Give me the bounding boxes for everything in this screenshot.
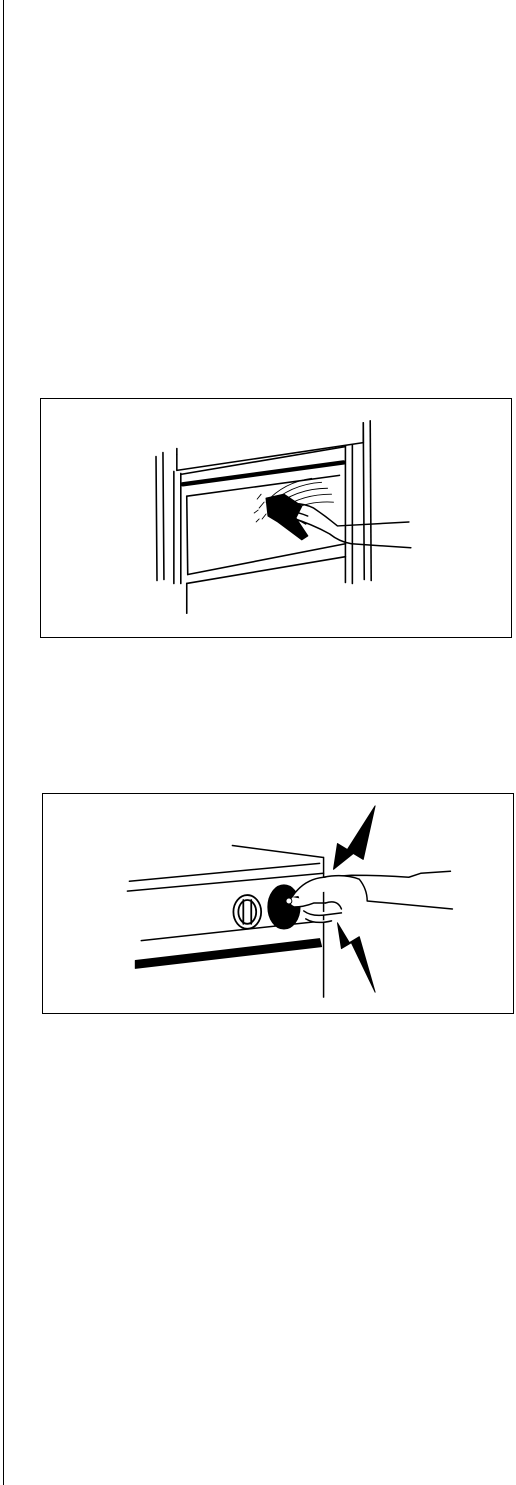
hand-and-arm — [289, 871, 452, 922]
lightning-bolt-icon — [333, 806, 375, 869]
control-knob-shock-illustration — [43, 794, 513, 1013]
page-left-edge-line — [3, 0, 4, 1485]
figure-oven-door-cleaning — [40, 398, 512, 638]
cleaning-cloth — [266, 494, 308, 540]
oven-door-cleaning-illustration — [41, 399, 511, 637]
oven-door-window — [187, 475, 346, 613]
small-knob-icon — [233, 895, 261, 929]
lightning-bolt-icon — [337, 923, 375, 992]
panel-base-strip — [135, 939, 321, 969]
figure-control-knob-shock — [42, 793, 514, 1014]
